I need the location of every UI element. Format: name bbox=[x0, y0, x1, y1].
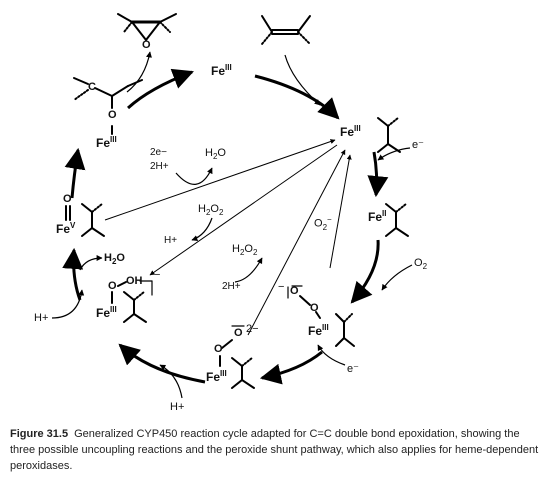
arrow-h-plus-left bbox=[51, 289, 85, 319]
fe3-hydroperoxo-label: FeIII bbox=[96, 305, 117, 320]
superoxo-oxygen-2: O bbox=[310, 302, 319, 314]
charge-2minus: 2− bbox=[246, 323, 259, 335]
reaction-cycle-diagram bbox=[51, 13, 413, 399]
arrow-right-fe-to-fe2 bbox=[367, 151, 389, 198]
arrow-h-plus-bottom bbox=[159, 364, 183, 399]
arrow-fe2-to-peroxo bbox=[350, 239, 380, 304]
h-plus-center-label: H+ bbox=[164, 235, 178, 246]
charge-minus-superoxo: − bbox=[278, 281, 285, 293]
h-plus-bottom-label: H+ bbox=[170, 401, 185, 413]
fe3-epox-label: FeIII bbox=[96, 135, 117, 150]
h-plus-left-label: H+ bbox=[34, 312, 49, 324]
charge-minus-oh: − bbox=[154, 269, 161, 281]
h2o-top-label: H2O bbox=[205, 147, 226, 162]
uncoupling-lines bbox=[104, 139, 352, 336]
superoxo-oxygen-1: O bbox=[290, 285, 299, 297]
side-arrows bbox=[51, 51, 413, 399]
hydroperoxo-oxygen: O bbox=[108, 280, 117, 292]
arrow-top-fe-to-right-fe bbox=[254, 74, 340, 120]
arrow-fe5-to-radical bbox=[64, 147, 86, 199]
arrow-alkene-in bbox=[284, 54, 321, 106]
peroxo-oxygen-1: O bbox=[214, 343, 223, 355]
fe3-bottom-label: FeIII bbox=[206, 369, 227, 384]
arrow-bottom-fe-to-hydroperoxo bbox=[118, 343, 206, 384]
arrow-o2-in bbox=[381, 264, 413, 291]
caption-text: Generalized CYP450 reaction cycle adapte… bbox=[10, 428, 539, 472]
arrow-h2o2-shunt-curl bbox=[191, 217, 213, 242]
arrow-peroxo-to-bottom-fe bbox=[259, 350, 323, 385]
line-bottom-fe-to-right-fe bbox=[247, 149, 346, 336]
caption-label: Figure 31.5 bbox=[10, 428, 69, 440]
e-minus-label-2: e⁻ bbox=[347, 363, 359, 375]
fe3-right-label: FeIII bbox=[340, 124, 361, 139]
radical-carbon: C bbox=[88, 81, 96, 93]
h2o-left-label: H2O bbox=[104, 252, 125, 267]
line-hydroperoxo-to-right-fe bbox=[149, 144, 338, 276]
two-e-label: 2e− bbox=[150, 147, 167, 158]
fe3-peroxo-label: FeIII bbox=[308, 323, 329, 338]
arrow-h2o-left bbox=[79, 255, 103, 271]
h2o2-a-label: H2O2 bbox=[198, 203, 224, 218]
two-h-center-label: 2H+ bbox=[222, 281, 241, 292]
arrow-h2o2-b-curl bbox=[234, 257, 263, 283]
hydroperoxo-oh: OH bbox=[126, 275, 143, 287]
fe3-top-label: FeIII bbox=[211, 63, 232, 78]
main-cycle-arrows bbox=[62, 68, 389, 385]
line-fe5-to-right-fe bbox=[104, 139, 336, 221]
h2o2-b-label: H2O2 bbox=[232, 243, 258, 258]
e-minus-label-1: e⁻ bbox=[412, 139, 424, 151]
ferryl-oxygen: O bbox=[63, 193, 72, 205]
arrow-e-minus-2 bbox=[317, 344, 346, 366]
peroxo-oxygen-2: O bbox=[234, 327, 243, 339]
two-h-label: 2H+ bbox=[150, 161, 169, 172]
arrow-hydroperoxo-to-fe5 bbox=[62, 247, 84, 301]
arrow-epoxide-out bbox=[126, 51, 152, 93]
arrow-radical-to-top-fe bbox=[126, 68, 194, 110]
epoxide-oxygen: O bbox=[142, 39, 151, 51]
radical-oxygen: O bbox=[108, 109, 117, 121]
superoxide-label: O2− bbox=[314, 215, 332, 232]
arrow-top-2e-h2o bbox=[175, 167, 213, 185]
arrow-e-minus-1 bbox=[377, 147, 411, 161]
o2-label: O2 bbox=[414, 257, 428, 272]
fe5-label: FeV bbox=[56, 221, 76, 236]
molecule-bonds bbox=[65, 13, 409, 389]
line-peroxo-to-right-fe bbox=[329, 154, 352, 269]
fe2-label: FeII bbox=[368, 209, 387, 224]
